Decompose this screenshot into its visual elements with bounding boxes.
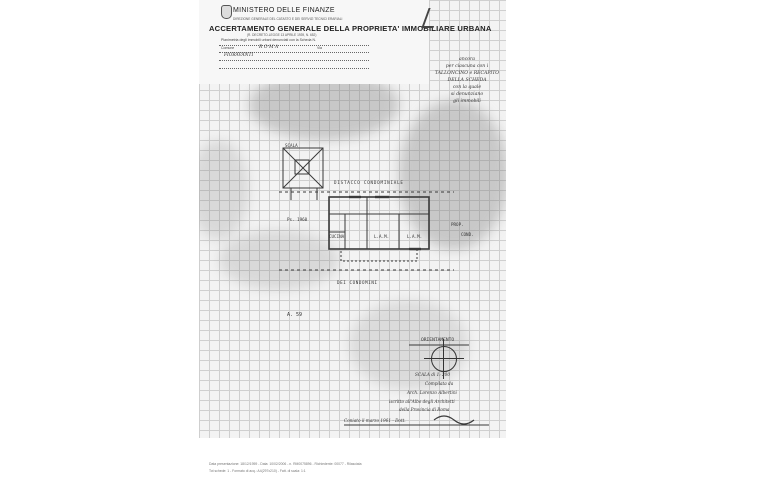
form-divider (219, 45, 369, 46)
footer-line: Data presentazione: 18/12/1959 - Data: 1… (209, 462, 362, 466)
side-note-line: con la quale (452, 85, 482, 90)
signature-line: della Provincia di Roma (399, 407, 450, 412)
scanned-floor-plan-sheet: MINISTERO DELLE FINANZE DIREZIONE GENERA… (199, 0, 506, 438)
side-note-line: DELLA SCHEDA (447, 78, 487, 83)
plan-label-prop: PROP. (451, 222, 464, 227)
plan-label-lot: A. 59 (287, 312, 303, 318)
plan-label-room-a: L.A.M. (374, 234, 390, 239)
side-note-line: TALLONCINO e RECAPITO (434, 71, 500, 76)
document-header (199, 0, 429, 84)
plan-label-left: Ps. 1960 (287, 217, 308, 222)
comune-value: R O M A (259, 45, 279, 50)
scale-label: SCALA di 1: 200 (415, 372, 450, 377)
signature-line: Coniato il marzo 1961 - Dott. (344, 418, 406, 423)
handwritten-address-line: FIORAVANTI (224, 53, 254, 58)
floor-plan-drawing (279, 147, 489, 426)
via-label: Via (317, 46, 322, 50)
side-note-line: si denunziano (450, 92, 484, 97)
plan-label-bottom: DEI CONDOMINI (337, 280, 378, 285)
side-note-line: ancora (459, 57, 475, 62)
north-arrow-icon (424, 339, 464, 379)
ministry-name: MINISTERO DELLE FINANZE (233, 7, 335, 14)
signature-line: Arch. Lorenzo Albertini (407, 390, 457, 395)
signature-line: iscritto all'Albo degli Architetti (389, 399, 455, 404)
orientation-label: ORIENTAMENTO (421, 338, 455, 343)
plan-label-cond: COND. (461, 232, 474, 237)
plan-label-cucina: CUCINA (329, 234, 345, 239)
scan-stain (399, 100, 506, 250)
plan-label-distacco: DISTACCO CONDOMINIALE (334, 180, 404, 185)
form-divider (219, 68, 369, 69)
side-note-line: gli immobili (453, 99, 481, 104)
plan-label-stair: SCALA (285, 143, 298, 148)
document-title: ACCERTAMENTO GENERALE DELLA PROPRIETA' I… (209, 24, 492, 33)
side-note-line: per ciascuna con i (445, 64, 489, 69)
ministry-subtitle: DIREZIONE GENERALE DEL CATASTO E DEI SER… (233, 17, 343, 21)
signature-line: Compilata da (425, 381, 454, 386)
plan-form-label: Planimetria degli immobili urbani denunc… (221, 38, 316, 42)
form-divider (219, 60, 369, 61)
side-instruction-note: ancora per ciascuna con i TALLONCINO e R… (432, 56, 502, 105)
ministry-emblem-icon (221, 5, 232, 19)
comune-label: Comune (221, 46, 235, 50)
footer-line: Tot schede: 1 - Formato di acq.: A4(297x… (209, 469, 306, 473)
document-subtitle: (R. DECRETO-LEGGE 13 APRILE 1939, N. 652… (247, 33, 317, 37)
form-divider (219, 52, 369, 53)
scan-stain (219, 230, 339, 290)
plan-label-room-b: L.A.M. (407, 234, 423, 239)
scan-stain (199, 140, 249, 240)
